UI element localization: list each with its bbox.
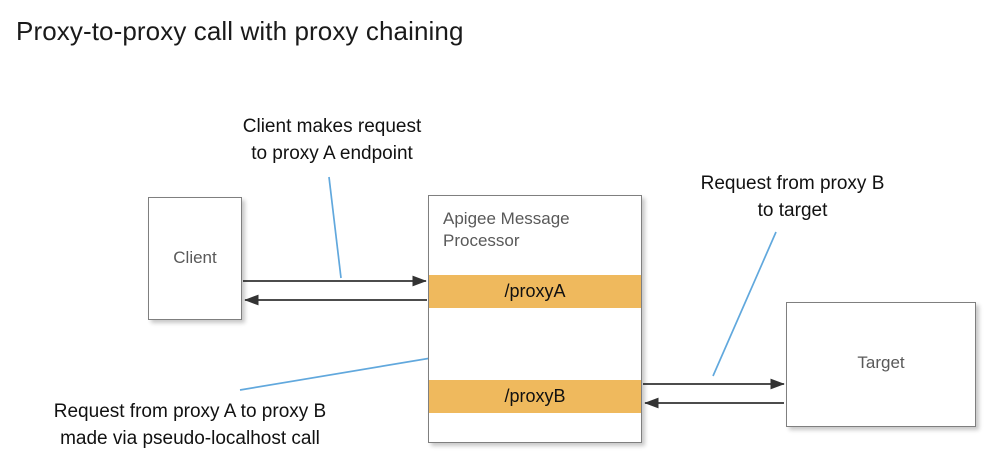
proxy-a-band[interactable]: /proxyA [429,275,641,308]
callout-proxy-chaining: Request from proxy A to proxy B made via… [53,401,327,449]
message-processor-node[interactable]: Apigee Message Processor /proxyA /proxyB [428,195,642,443]
target-node[interactable]: Target [786,302,976,427]
callout-proxyb-to-target: Request from proxy B to target [700,173,885,221]
message-processor-label: Apigee Message Processor [443,209,570,250]
client-node[interactable]: Client [148,197,242,320]
proxy-b-label: /proxyB [504,386,566,406]
leader-line-client-request [328,176,342,279]
proxy-a-label: /proxyA [504,281,566,301]
target-label: Target [857,353,905,372]
proxy-b-band[interactable]: /proxyB [429,380,641,413]
page-title: Proxy-to-proxy call with proxy chaining [16,16,464,46]
callout-client-request: Client makes request to proxy A endpoint [242,116,422,164]
leader-line-proxyb-to-target [712,231,777,377]
client-label: Client [173,248,217,267]
